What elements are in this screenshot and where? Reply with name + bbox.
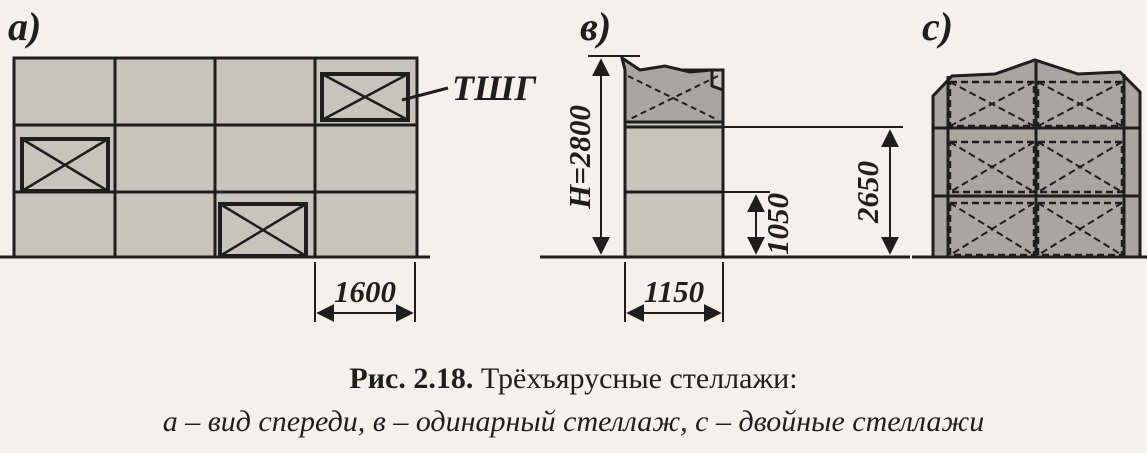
top-tier-load: [619, 54, 725, 124]
width-b-label: 1150: [644, 274, 704, 309]
front-view: ТШГ 1600: [12, 56, 537, 322]
height-total-label: H=2800: [562, 105, 597, 210]
figure-caption: Рис. 2.18. Трёхъярусные стеллажи:: [0, 362, 1147, 396]
callout-leader: [401, 86, 449, 102]
pallet: [218, 202, 308, 258]
panel-c-label: с): [922, 4, 953, 49]
load-outline: [948, 80, 1036, 128]
figure-title: Трёхъярусные стеллажи:: [480, 362, 798, 395]
double-rack: [931, 58, 1142, 259]
pallet: [20, 137, 110, 193]
load-outline: [1036, 140, 1124, 194]
load-outline: [1036, 201, 1124, 257]
rack-diagram: а) в) с) ТШГ: [0, 4, 1147, 322]
width-a-label: 1600: [334, 274, 396, 309]
load-outline: [948, 201, 1036, 257]
height-upper-label: 2650: [850, 161, 885, 224]
height-lower-label: 1050: [760, 193, 795, 255]
load-outline: [948, 140, 1036, 194]
single-rack: H=2800 1050 2650 1150: [562, 54, 903, 322]
panel-b-label: в): [580, 4, 611, 49]
figure-subtitle: а – вид спереди, в – одинарный стеллаж, …: [162, 405, 985, 438]
tshg-callout: ТШГ: [452, 68, 537, 108]
panel-a-label: а): [8, 4, 41, 49]
figure-number: Рис. 2.18.: [349, 362, 474, 395]
load-outline: [1036, 80, 1124, 128]
